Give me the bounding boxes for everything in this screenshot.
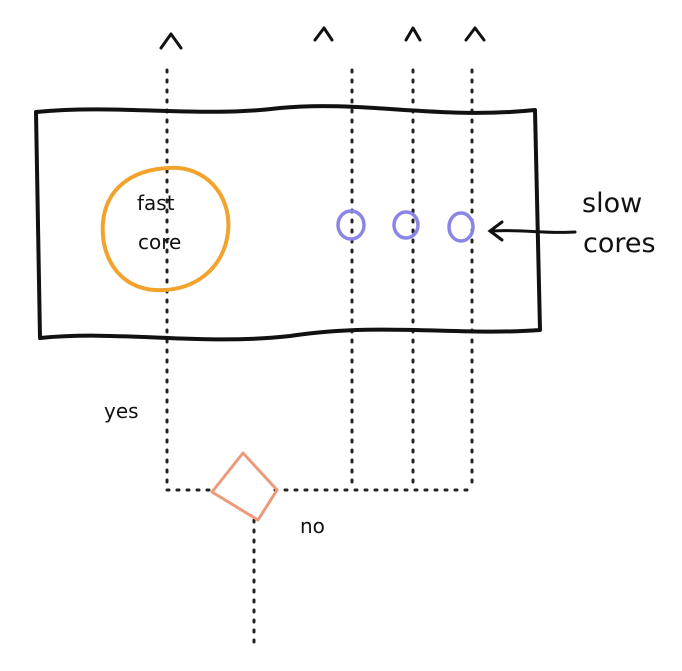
- fast-core-label-line2: core: [138, 230, 181, 254]
- arrow-head-icon: [159, 32, 183, 50]
- yes-label: yes: [104, 399, 139, 423]
- slow-core-circle: [336, 209, 366, 241]
- arrow-head-icon: [464, 26, 486, 42]
- pointer-arrow-icon: [490, 229, 577, 234]
- pointer-arrow-head-icon: [487, 220, 504, 242]
- no-label: no: [300, 514, 325, 538]
- slow-core-circle: [392, 210, 420, 240]
- arrow-head-icon: [404, 26, 422, 42]
- slow-core-circle: [447, 211, 475, 243]
- arrow-head-icon: [313, 26, 334, 42]
- fast-core-circle: [100, 165, 231, 293]
- decision-diamond: [210, 451, 279, 522]
- fast-core-label-line1: fast: [137, 191, 175, 215]
- slow-cores-label-line1: slow: [582, 188, 642, 219]
- slow-cores-label-line2: cores: [583, 228, 656, 259]
- chip-box: [34, 104, 542, 342]
